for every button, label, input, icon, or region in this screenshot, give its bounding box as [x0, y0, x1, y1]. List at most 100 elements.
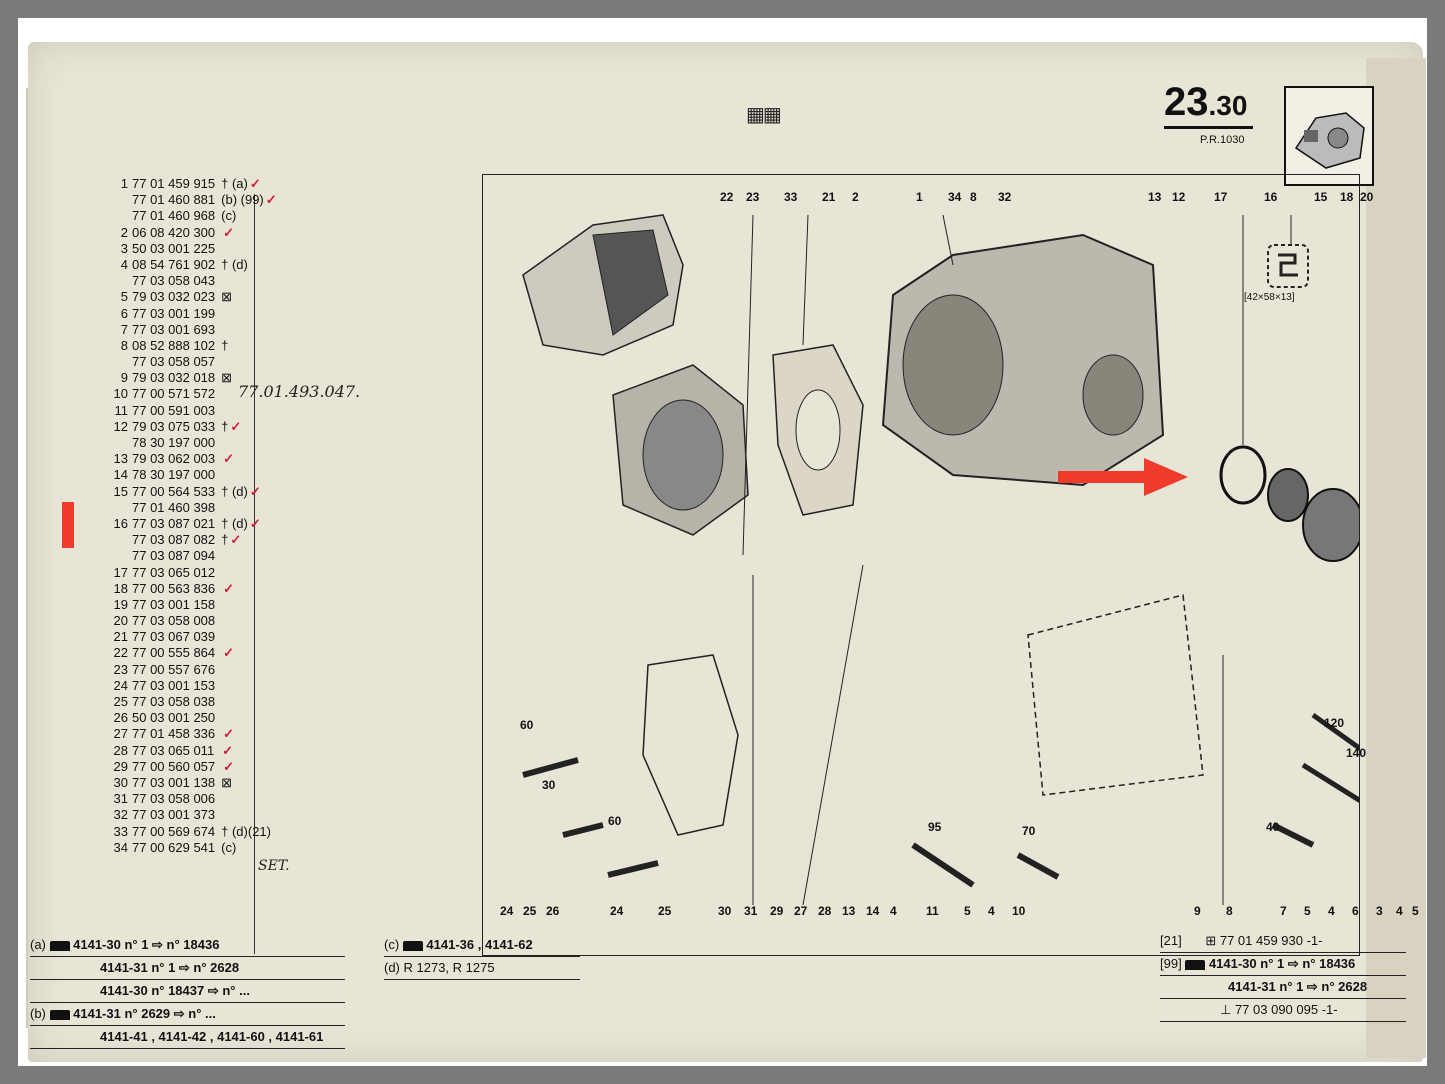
part-reference: 77 03 065 011: [132, 742, 215, 758]
note-b-row1: 4141-30 n° 18437 ⇨ n° ...: [30, 980, 345, 1003]
parts-list-row: 77 01 460 968(c): [88, 208, 338, 224]
callout-bottom: 13: [842, 904, 856, 918]
footer-note-right: [21] ⊞ 77 01 459 930 -1- [99] 4141-30 n°…: [1160, 930, 1406, 1022]
callout-top: 17: [1214, 190, 1228, 204]
kit-icon: ⊞: [1205, 933, 1217, 948]
parts-list-row: 77 03 058 057: [88, 354, 338, 370]
part-reference: 77 00 564 533: [132, 483, 216, 499]
callout-bottom: 9: [1194, 904, 1201, 918]
callout-top: 1: [916, 190, 923, 204]
note-99-text-2: 4141-31 n° 1 ⇨ n° 2628: [1228, 979, 1368, 994]
part-reference: 50 03 001 250: [132, 710, 216, 726]
part-note: (b) (99): [221, 192, 264, 208]
section-number: 23.30: [1164, 80, 1254, 129]
callout-top: 8: [970, 190, 977, 204]
part-reference: 77 00 571 572: [132, 386, 216, 402]
part-reference: 77 03 001 373: [132, 807, 216, 823]
part-reference: 77 03 058 008: [132, 613, 216, 629]
part-index: 7: [120, 321, 128, 337]
part-reference: 77 03 001 158: [132, 596, 216, 612]
part-reference: 77 03 087 094: [132, 548, 216, 564]
note-b-text-3: 4141-41 , 4141-42 , 4141-60 , 4141-61: [100, 1029, 324, 1044]
callout-bottom: 24: [610, 904, 624, 918]
check-mark-icon: ✓: [223, 645, 235, 661]
part-reference: 77 00 591 003: [132, 402, 216, 418]
callout-bottom: 7: [1280, 904, 1287, 918]
callout-bottom: 28: [818, 904, 832, 918]
callout-top: 34: [948, 190, 962, 204]
callout-top: 21: [822, 190, 836, 204]
note-99-text-1: 4141-30 n° 1 ⇨ n° 18436: [1208, 956, 1356, 971]
callout-bottom: 10: [1012, 904, 1026, 918]
part-note: (c): [221, 839, 237, 855]
callout-bottom: 29: [770, 904, 784, 918]
part-index: 16: [113, 515, 128, 531]
part-note: ⊠: [221, 370, 233, 386]
callout-bottom: 6: [1352, 904, 1359, 918]
gearbox-icon: [49, 1009, 70, 1020]
callout-bottom: 3: [1376, 904, 1383, 918]
part-reference: 08 54 761 902: [132, 256, 216, 272]
note-b-row3: 4141-41 , 4141-42 , 4141-60 , 4141-61: [30, 1026, 345, 1049]
parts-list-row: 77 01 460 881(b) (99)✓: [88, 192, 338, 208]
next-page-edge: [1366, 58, 1426, 1058]
callout-bottom: 27: [794, 904, 808, 918]
part-reference: 77 03 001 153: [132, 677, 216, 693]
callout-bottom: 31: [744, 904, 758, 918]
part-reference: 78 30 197 000: [132, 435, 216, 450]
part-note: † (a): [221, 176, 248, 191]
part-reference: 78 30 197 000: [132, 467, 216, 483]
check-mark-icon: ✓: [230, 532, 242, 548]
callout-bottom: 5: [1304, 904, 1311, 918]
check-mark-icon: ✓: [230, 418, 242, 434]
note-a-label: (a): [30, 937, 46, 952]
part-reference: 77 03 058 057: [132, 354, 216, 370]
part-reference: 77 01 460 968: [132, 208, 216, 224]
part-index: 25: [113, 694, 128, 709]
callout-top: 23: [746, 190, 760, 204]
red-highlight-marker: [62, 502, 74, 548]
part-reference: 77 01 460 881: [132, 192, 216, 208]
part-note: ⊠: [221, 774, 233, 790]
check-mark-icon: ✓: [223, 726, 235, 742]
note-b-row2: (b) 4141-31 n° 2629 ⇨ n° ...: [30, 1003, 345, 1026]
part-index: 11: [114, 402, 129, 418]
part-note: †: [221, 418, 229, 434]
callout-top: 13: [1148, 190, 1162, 204]
part-reference: 77 00 629 541: [132, 839, 216, 855]
part-index: 13: [113, 451, 128, 467]
callout-bottom: 11: [926, 904, 939, 918]
part-reference: 77 00 560 057: [132, 758, 216, 774]
section-minor: .30: [1208, 90, 1248, 121]
part-note: †: [221, 532, 229, 548]
part-index: 20: [113, 613, 128, 629]
part-reference: 77 03 087 082: [132, 532, 216, 548]
part-note: † (d)(21): [221, 823, 271, 839]
tool-icon: ⊥: [1220, 1002, 1232, 1017]
check-mark-icon: ✓: [223, 451, 235, 467]
dimension-label: 70: [1022, 824, 1036, 838]
part-reference: 77 00 557 676: [132, 661, 216, 677]
dimension-label: 120: [1324, 716, 1345, 730]
part-index: 17: [113, 564, 128, 580]
section-major: 23: [1164, 80, 1209, 124]
callout-top: 2: [852, 190, 859, 204]
dimension-label: 30: [542, 778, 556, 792]
handwritten-note-33: SET.: [258, 858, 290, 874]
part-index: 8: [120, 337, 128, 353]
parts-list-row: 77 03 058 043: [88, 273, 338, 289]
dimension-label: 95: [928, 820, 942, 834]
check-mark-icon: ✓: [223, 224, 235, 240]
note-c-text: 4141-36 , 4141-62: [426, 937, 533, 952]
part-index: 28: [113, 742, 128, 758]
note-21-row: [21] ⊞ 77 01 459 930 -1-: [1160, 930, 1406, 953]
part-reference: 77 03 001 693: [132, 321, 216, 337]
gearbox-icon: [402, 940, 423, 951]
